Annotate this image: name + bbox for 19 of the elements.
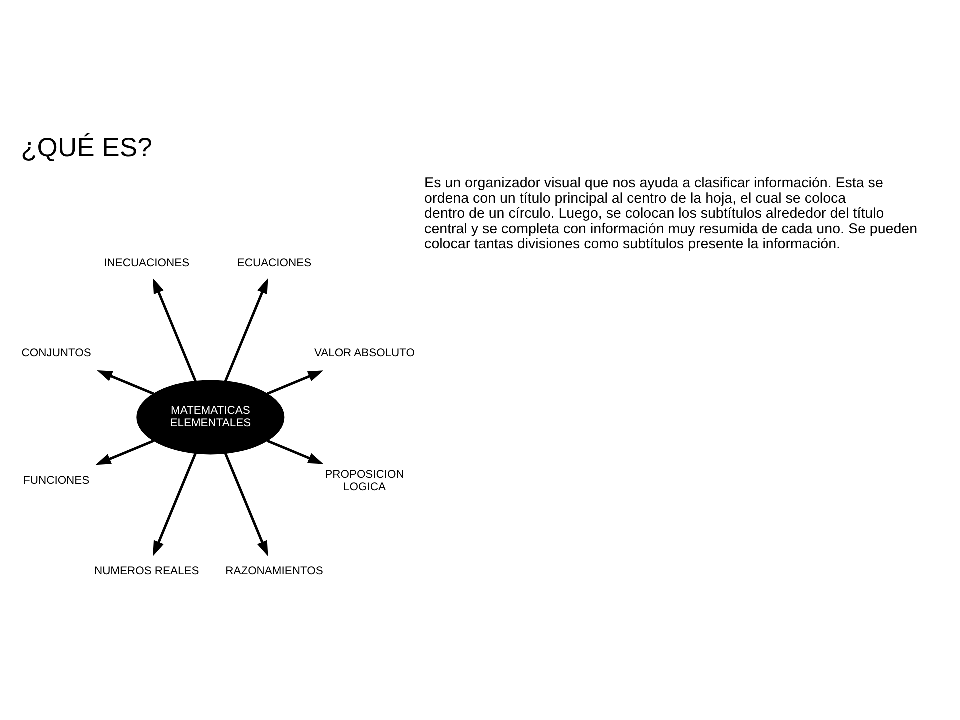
arrow — [153, 278, 197, 382]
arrow — [224, 452, 268, 556]
node-text: FUNCIONES — [24, 474, 90, 487]
arrow — [153, 452, 197, 556]
node-text: CONJUNTOS — [22, 347, 92, 360]
node-text: PROPOSICION LOGICA — [325, 468, 404, 493]
arrow — [96, 439, 154, 465]
arrow — [267, 370, 324, 395]
label: Es un organizador visual que nos ayuda a clasificar información. Esta se ordena con un título principal al centro de la hoja, el cual se coloca dentro de un círculo. Luego, se colocan los subtítulos alrededor del título central y se completa con información muy resumida de cada uno. Se pueden colocar tantas divisiones como subtítulos presente la información. — [424, 174, 918, 252]
node-ellipse: MATEMATICAS ELEMENTALES — [136, 380, 285, 454]
node-text: NUMEROS REALES — [94, 564, 200, 577]
node-text: RAZONAMIENTOS — [226, 564, 324, 577]
node-text: VALOR ABSOLUTO — [314, 347, 416, 360]
node-text: INECUACIONES — [104, 256, 190, 269]
node-text: ECUACIONES — [237, 256, 312, 269]
arrow — [267, 439, 324, 464]
diagram-title: ¿QUÉ ES? — [21, 132, 152, 162]
arrow — [224, 278, 268, 382]
arrow — [97, 370, 154, 395]
